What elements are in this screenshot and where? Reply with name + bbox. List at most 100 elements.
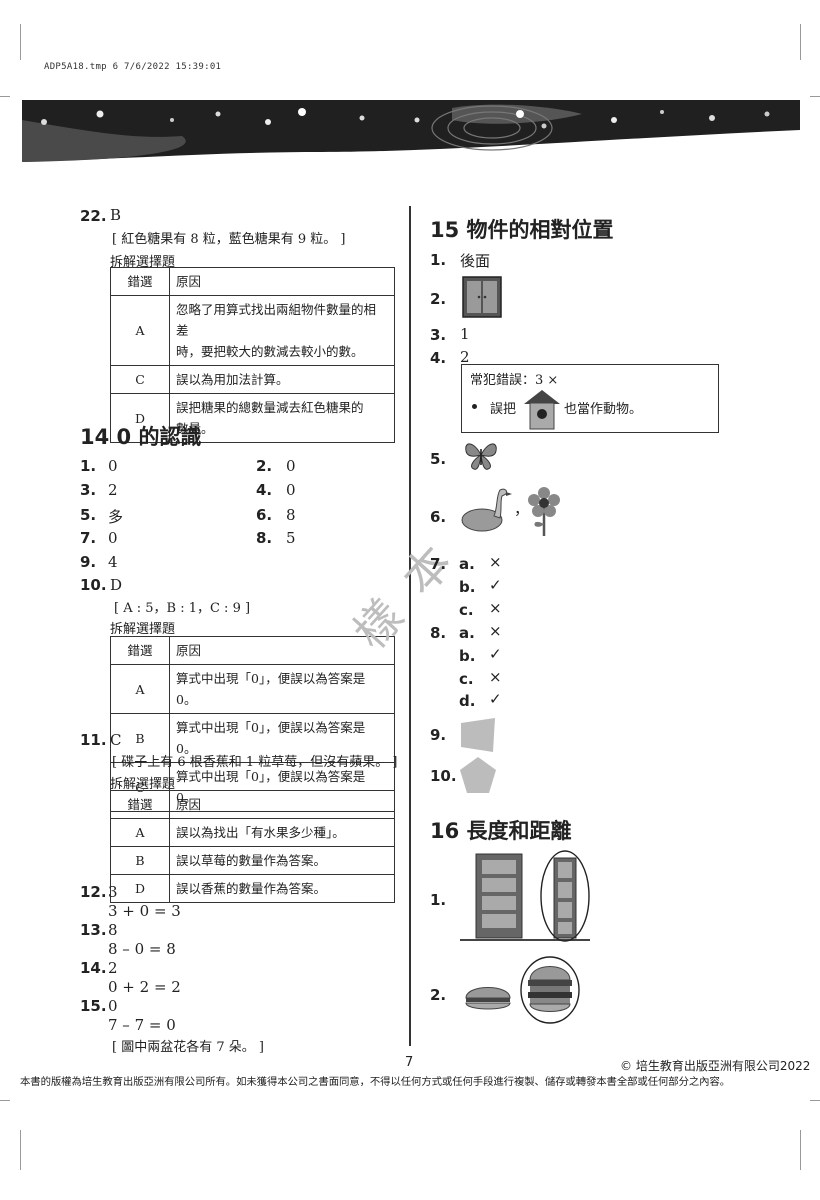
question-number: 6. (430, 508, 447, 526)
answer: B (110, 206, 122, 224)
answer: 0 (108, 529, 118, 547)
goose-icon (461, 488, 512, 532)
question-number: 9. (80, 553, 97, 571)
bookshelf-icon (460, 850, 590, 942)
table-cell: 算式中出現「0」，便誤以為答案是 0。 (169, 664, 395, 714)
cross-mark: × (489, 553, 502, 571)
cross-mark: × (489, 599, 502, 617)
table-cell: A (110, 818, 170, 847)
question-number: 12. (80, 883, 107, 901)
question-number: 3. (430, 326, 447, 344)
item-label: d. (459, 692, 476, 710)
pentagon-shape (460, 757, 496, 793)
question-number: 6. (256, 506, 273, 524)
table-cell: 忽略了用算式找出兩組物件數量的相差時，要把較大的數減去較小的數。 (169, 295, 395, 366)
question-number: 3. (80, 481, 97, 499)
box-text: 誤把 (490, 402, 517, 417)
answer: 0 (108, 997, 118, 1015)
table-header: 錯選 (110, 790, 170, 819)
working: 3 + 0 = 3 (108, 902, 181, 920)
answer: 4 (108, 553, 118, 571)
working: 0 + 2 = 2 (108, 978, 181, 996)
question-number: 1. (80, 457, 97, 475)
table-header: 錯選 (110, 636, 170, 665)
table-header: 原因 (169, 636, 395, 665)
table-header: 原因 (169, 790, 395, 819)
butterfly-icon (465, 443, 497, 470)
working: 7 – 7 = 0 (108, 1016, 176, 1034)
explanation-note: [ A : 5，B : 1，C : 9 ] (114, 601, 251, 616)
item-label: c. (459, 601, 474, 619)
cell-line: 忽略了用算式找出兩組物件數量的相差 (176, 302, 377, 338)
table-cell: 誤以為用加法計算。 (169, 365, 395, 394)
birdhouse-icon (524, 390, 560, 430)
quadrilateral-shape (461, 718, 495, 752)
table-cell: 誤以草莓的數量作為答案。 (169, 846, 395, 875)
burger-icon (465, 956, 580, 1024)
answer: C (110, 731, 122, 749)
cross-mark: × (489, 622, 502, 640)
question-number: 8. (430, 624, 447, 642)
question-number: 2. (430, 986, 447, 1004)
crop-mark (20, 24, 21, 60)
working: 8 – 0 = 8 (108, 940, 176, 958)
question-number: 7. (430, 555, 447, 573)
question-number: 7. (80, 529, 97, 547)
check-mark: ✓ (489, 645, 502, 663)
box-text: 也當作動物。 (564, 402, 643, 417)
crop-mark (800, 1130, 801, 1170)
answer: 3 (108, 883, 118, 901)
answer: 1 (460, 325, 470, 343)
question-number: 5. (80, 506, 97, 524)
table-cell: A (110, 664, 170, 714)
table-cell: 誤把糖果的總數量減去紅色糖果的數量。 (169, 393, 395, 443)
question-number: 10. (80, 576, 107, 594)
question-number: 2. (430, 290, 447, 308)
answer: 8 (286, 506, 296, 524)
table-row: D 誤把糖果的總數量減去紅色糖果的數量。 (110, 393, 395, 443)
cell-line: 數量。 (176, 421, 214, 436)
question-number: 15. (80, 997, 107, 1015)
table-header: 錯選 (110, 267, 170, 296)
table-cell: B (110, 846, 170, 875)
bullet (472, 404, 477, 409)
explanation-note: [ 圖中兩盆花各有 7 朵。 ] (112, 1040, 264, 1055)
crop-mark (0, 1100, 10, 1101)
item-label: a. (459, 624, 475, 642)
question-number: 9. (430, 726, 447, 744)
table-cell: 誤以為找出「有水果多少種」。 (169, 818, 395, 847)
explanation-note: [ 碟子上有 6 根香蕉和 1 粒草莓，但沒有蘋果。 ] (112, 755, 398, 770)
explanation-note: [ 紅色糖果有 8 粒，藍色糖果有 9 粒。 ] (112, 232, 346, 247)
table-cell: D (110, 874, 170, 903)
check-mark: ✓ (489, 690, 502, 708)
question-number: 1. (430, 891, 447, 909)
copyright: © 培生教育出版亞洲有限公司2022 (620, 1059, 811, 1073)
crop-mark (20, 1130, 21, 1170)
question-number: 4. (256, 481, 273, 499)
common-mistake-box: 常犯錯誤：3 × 誤把 也當作動物。 (461, 364, 719, 433)
answer: 5 (286, 529, 296, 547)
table-cell: D (110, 393, 170, 443)
answer: 2 (108, 481, 118, 499)
answer: 2 (460, 348, 470, 366)
answer: 多 (108, 508, 124, 526)
cell-line: 時，要把較大的數減去較小的數。 (176, 344, 364, 359)
answer: 0 (286, 481, 296, 499)
table-cell: B (110, 713, 170, 763)
flower-icon (528, 487, 560, 536)
cross-mark: × (489, 668, 502, 686)
separator: ， (514, 500, 530, 518)
table-cell: A (110, 295, 170, 366)
file-meta: ADP5A18.tmp 6 7/6/2022 15:39:01 (44, 62, 222, 72)
check-mark: ✓ (489, 576, 502, 594)
column-divider (409, 206, 411, 1046)
item-label: a. (459, 555, 475, 573)
question-number: 8. (256, 529, 273, 547)
analysis-table: 錯選原因 A 忽略了用算式找出兩組物件數量的相差時，要把較大的數減去較小的數。 … (110, 267, 395, 443)
question-number: 22. (80, 207, 107, 225)
table-caption: 拆解選擇題 (110, 777, 176, 792)
question-number: 4. (430, 349, 447, 367)
